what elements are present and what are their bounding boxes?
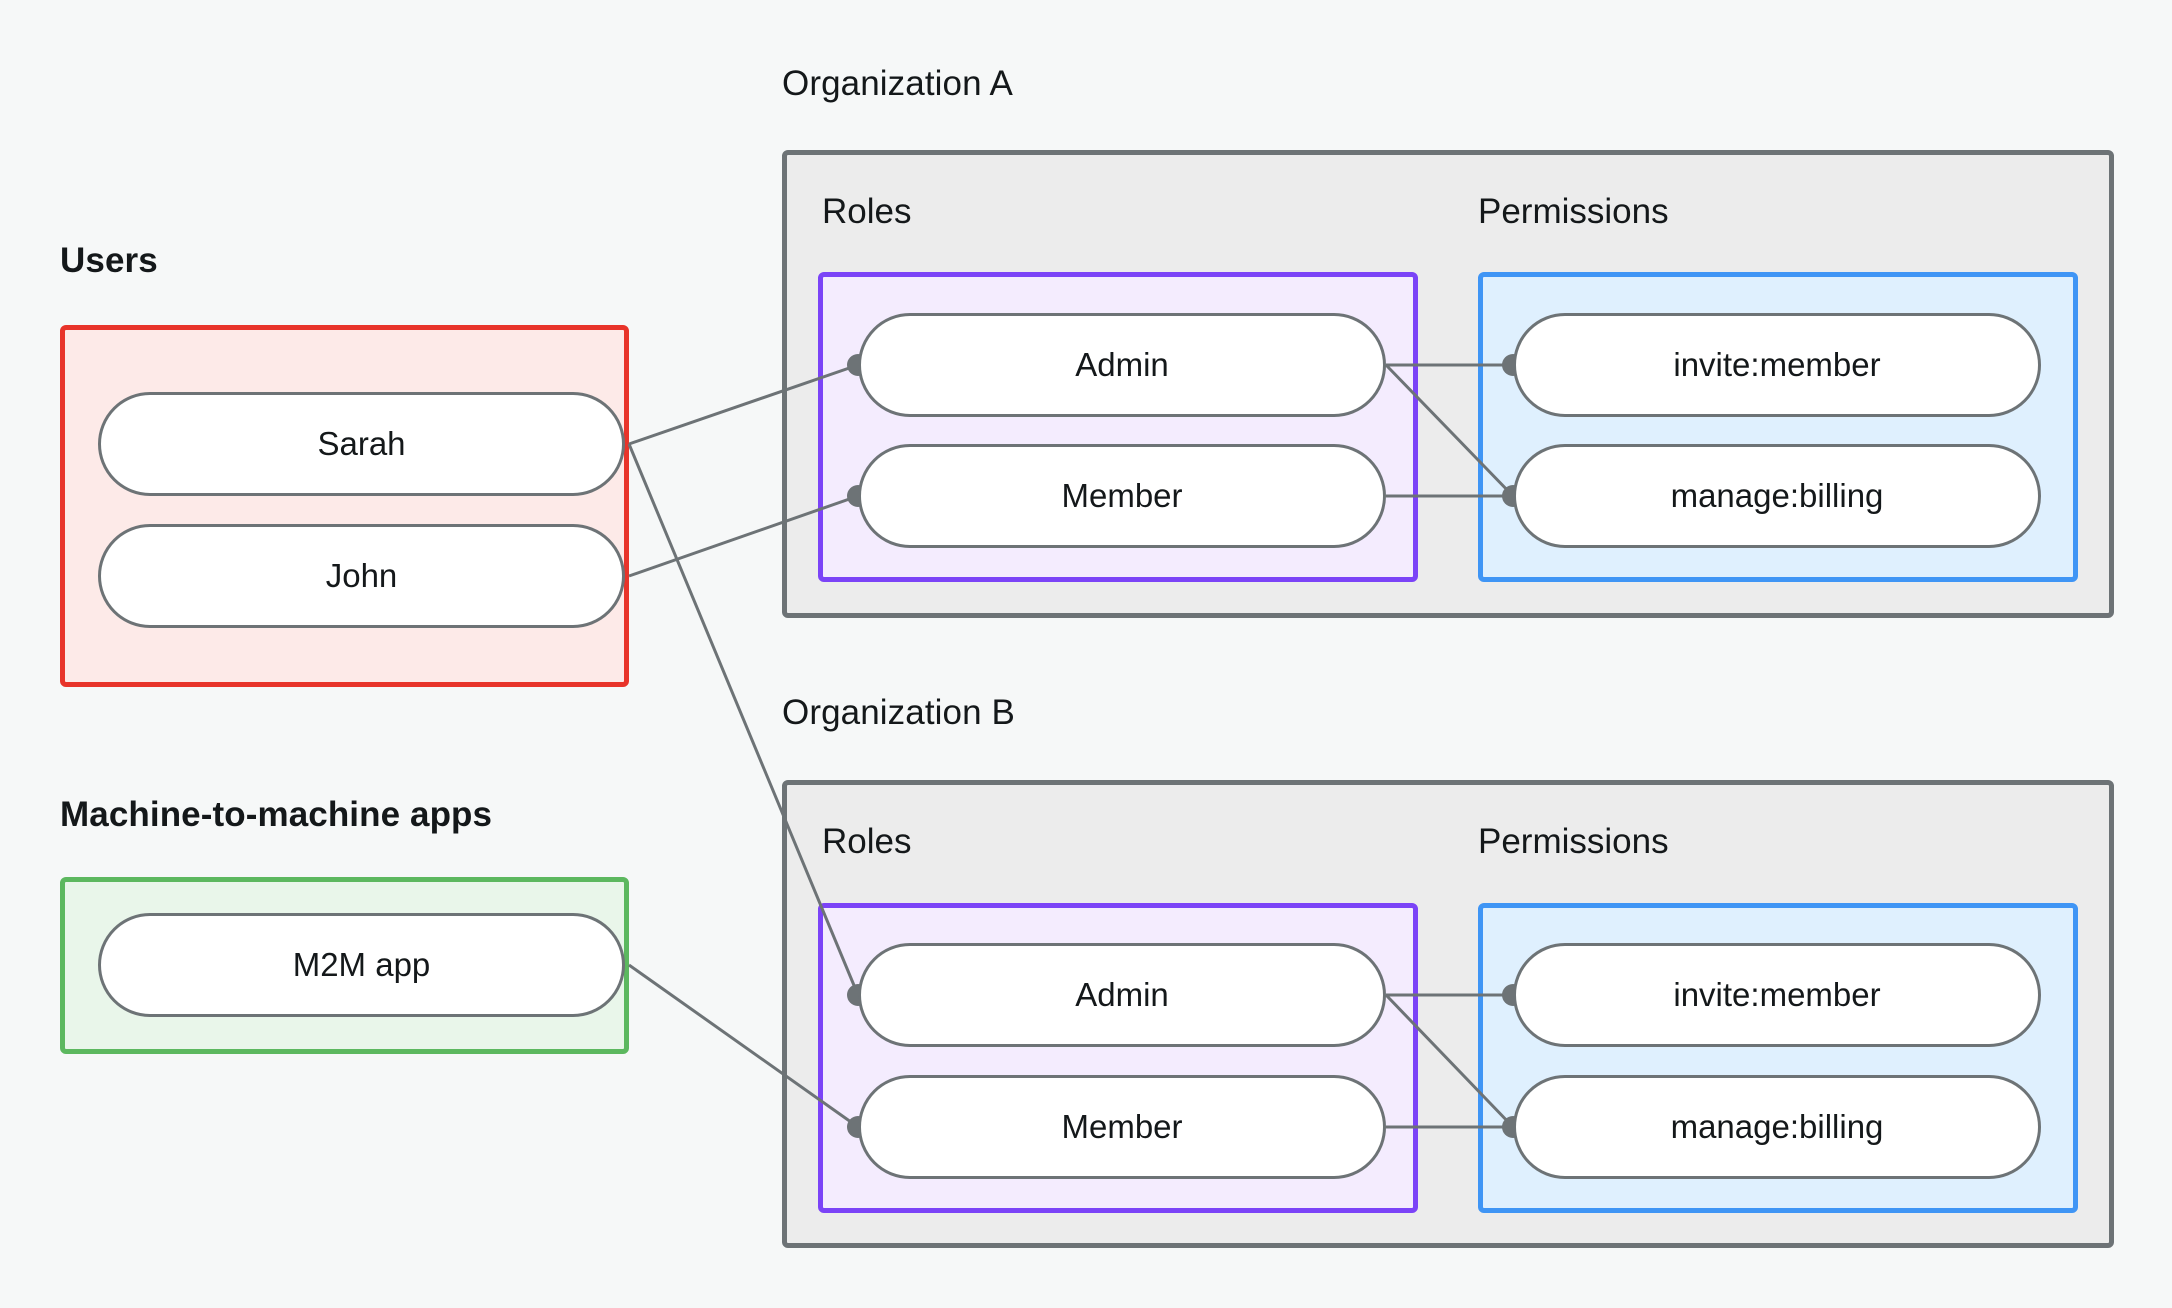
org-a-permissions-label: Permissions [1478, 192, 1669, 231]
role-node-org-a-admin[interactable]: Admin [858, 313, 1386, 417]
role-node-org-b-admin[interactable]: Admin [858, 943, 1386, 1047]
role-node-org-a-member[interactable]: Member [858, 444, 1386, 548]
org-b-roles-label: Roles [822, 822, 912, 861]
permission-node-org-b-manage-billing[interactable]: manage:billing [1513, 1075, 2041, 1179]
user-node-john[interactable]: John [98, 524, 625, 628]
permission-node-org-a-manage-billing[interactable]: manage:billing [1513, 444, 2041, 548]
m2m-node-app[interactable]: M2M app [98, 913, 625, 1017]
role-node-org-b-member[interactable]: Member [858, 1075, 1386, 1179]
m2m-title: Machine-to-machine apps [60, 795, 493, 834]
permission-node-org-b-invite-member[interactable]: invite:member [1513, 943, 2041, 1047]
org-b-permissions-label: Permissions [1478, 822, 1669, 861]
org-a-roles-label: Roles [822, 192, 912, 231]
user-node-sarah[interactable]: Sarah [98, 392, 625, 496]
users-group [60, 325, 629, 687]
permission-node-org-a-invite-member[interactable]: invite:member [1513, 313, 2041, 417]
org-a-title: Organization A [782, 64, 1013, 103]
org-b-title: Organization B [782, 693, 1015, 732]
users-title: Users [60, 241, 158, 280]
